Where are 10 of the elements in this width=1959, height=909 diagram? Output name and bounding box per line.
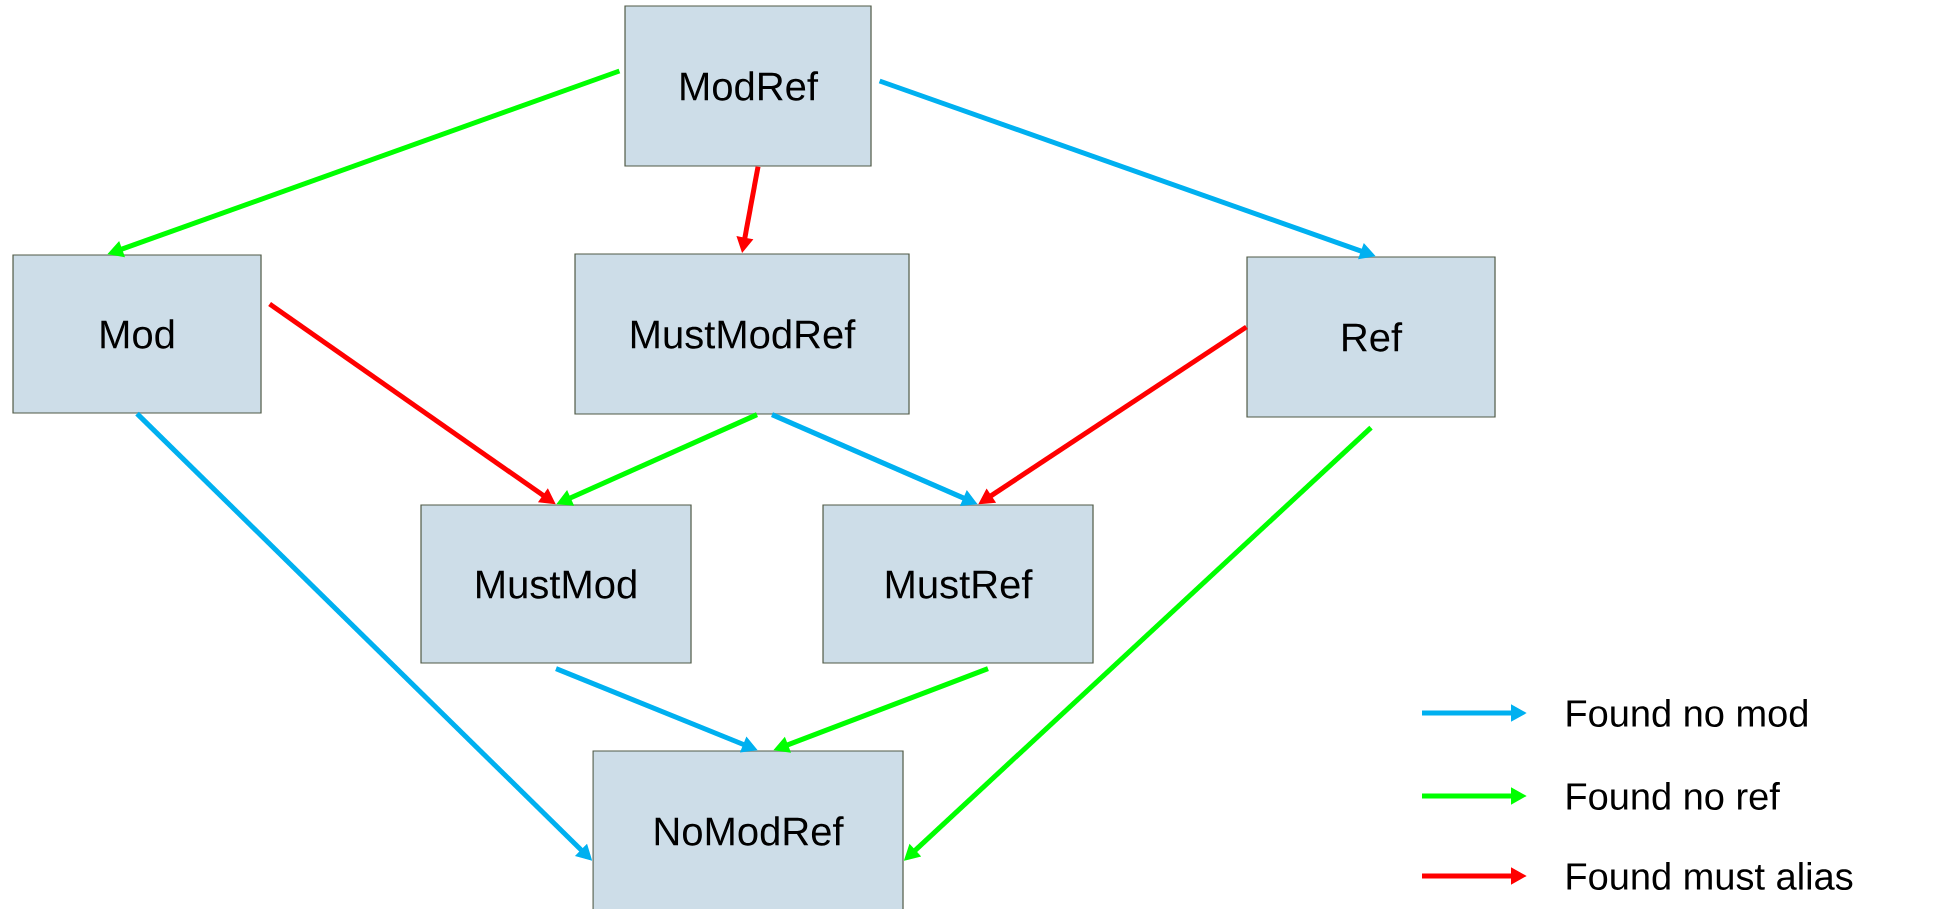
process-box: Ref	[1246, 256, 1496, 418]
process-box: MustRef	[822, 504, 1094, 664]
process-box: MustMod	[420, 504, 692, 664]
legend-label: Found no mod	[1567, 699, 1807, 727]
process-box: MustModRef	[574, 253, 910, 415]
process-box: NoModRef	[592, 750, 904, 909]
process-box: ModRef	[624, 5, 872, 167]
process-box: Mod	[12, 254, 262, 414]
legend-label: Found must alias	[1567, 862, 1853, 890]
legend-label: Found no ref	[1567, 782, 1780, 810]
